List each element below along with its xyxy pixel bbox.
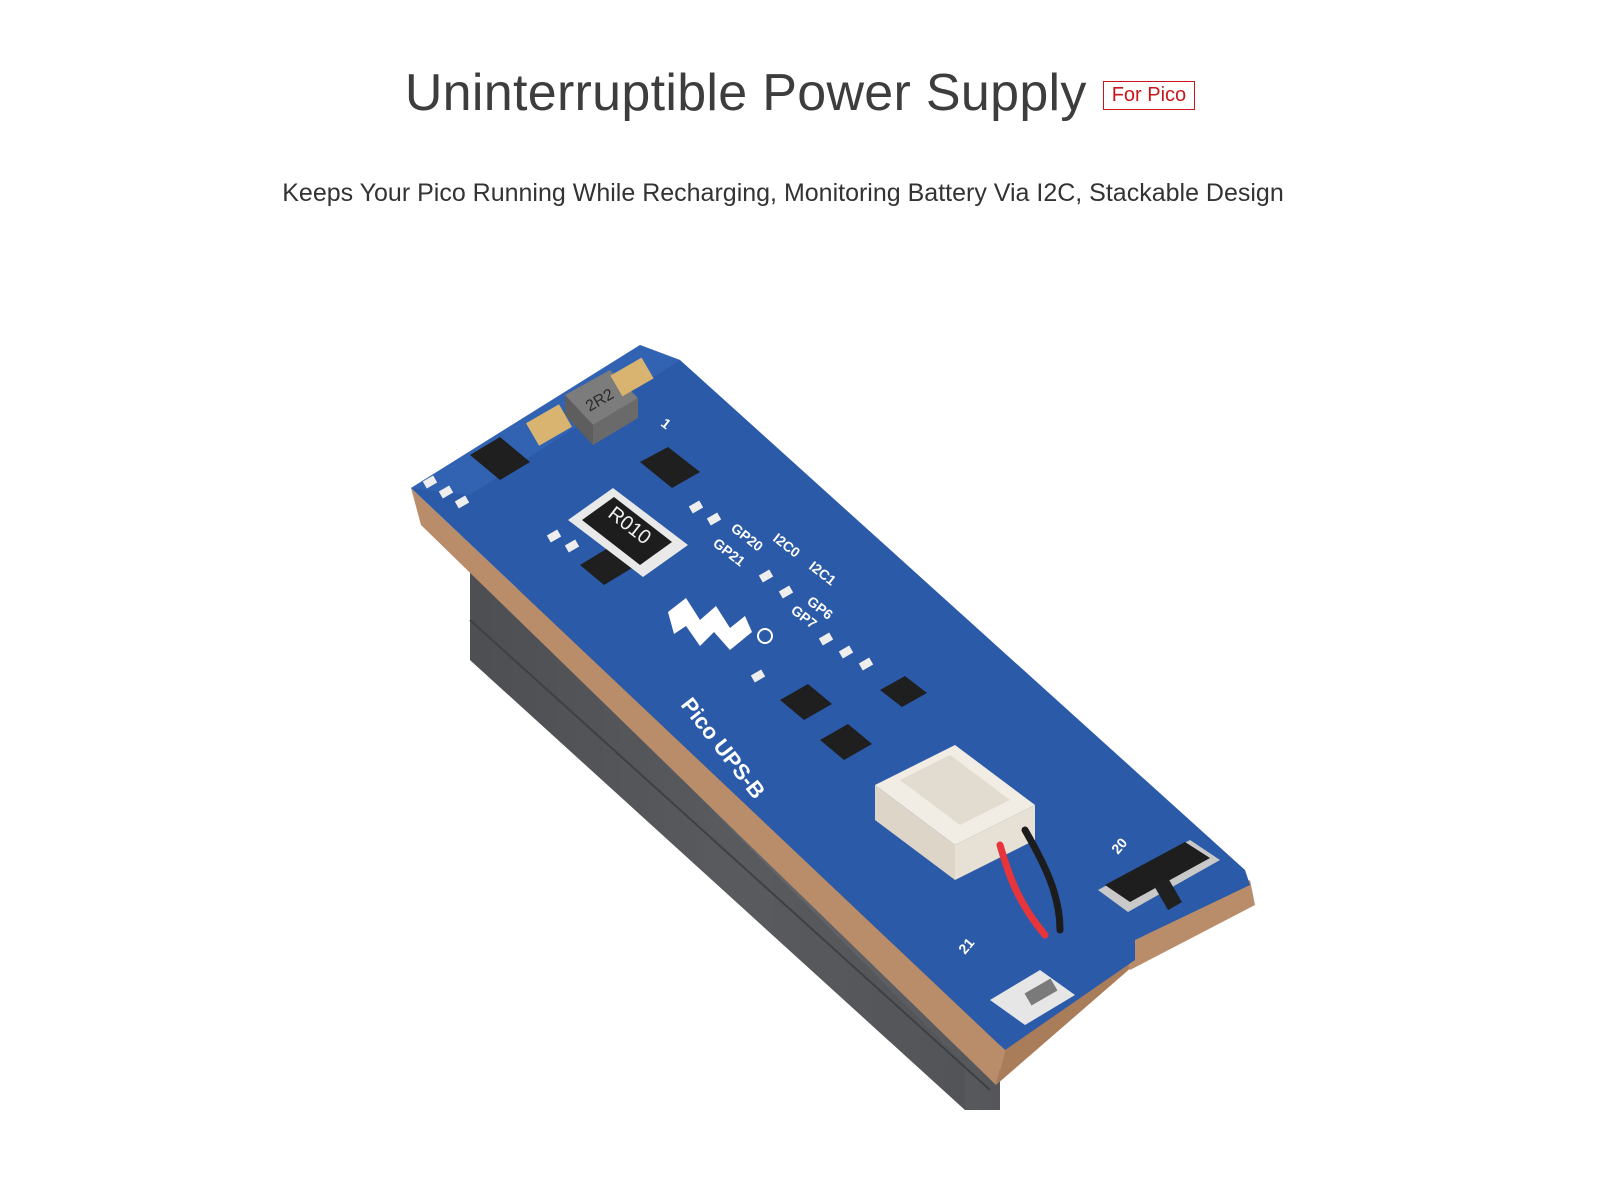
page-subtitle: Keeps Your Pico Running While Recharging…	[282, 179, 1284, 207]
header-pins-front-row	[482, 478, 946, 962]
pcb-edge	[411, 488, 1005, 1085]
capacitor	[526, 357, 654, 446]
waveshare-logo	[668, 598, 773, 650]
battery-connector	[875, 745, 1035, 880]
for-pico-badge: For Pico	[1102, 81, 1196, 110]
header-pins-back-row	[680, 352, 1144, 834]
smd-components	[422, 475, 874, 683]
slide-switch	[1098, 840, 1220, 912]
shunt-resistor: R010	[568, 488, 688, 577]
page-title: Uninterruptible Power Supply	[404, 64, 1087, 122]
tact-button	[990, 970, 1075, 1025]
page-header: Uninterruptible Power Supply For Pico	[0, 62, 1600, 124]
ic-chip	[470, 437, 927, 760]
battery-wires	[996, 826, 1064, 939]
